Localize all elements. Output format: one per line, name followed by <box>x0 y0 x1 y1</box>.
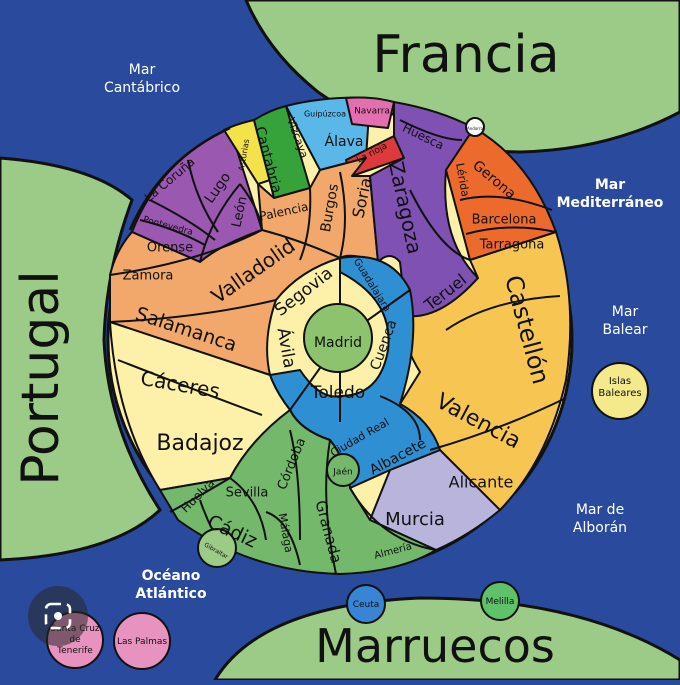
city-ceuta-disc <box>346 584 386 624</box>
region-navarra <box>345 96 395 129</box>
country-label-marruecos: Marruecos <box>315 619 555 673</box>
sea-label-line: Mediterráneo <box>557 195 664 211</box>
province-label-barcelona: Barcelona <box>472 213 537 228</box>
island-label-islas-baleares: Baleares <box>598 388 641 399</box>
province-label-alicante: Alicante <box>449 473 514 492</box>
sea-label-line: Alborán <box>573 520 627 536</box>
sea-label-line: Atlántico <box>135 586 207 602</box>
region-cantabria <box>253 105 311 199</box>
province-label-orense: Orense <box>147 241 193 256</box>
island-label-ceuta: Ceuta <box>353 600 380 610</box>
province-label-madrid: Madrid <box>314 335 362 351</box>
image-search-icon[interactable] <box>28 586 88 646</box>
island-label-melilla: Melilla <box>486 597 515 607</box>
province-andorra-disc <box>465 117 485 137</box>
province-label-lerida: Lérida <box>453 162 472 198</box>
island-baleares-disc <box>591 362 649 420</box>
province-label-zamora: Zamora <box>123 269 174 284</box>
province-label-alava: Álava <box>325 133 364 150</box>
sea-label-line: Mar de <box>576 502 624 518</box>
island-las-palmas-disc <box>113 612 171 670</box>
country-marruecos: Marruecos <box>212 596 680 682</box>
island-label-santa-cruz: Tenerife <box>56 646 93 656</box>
province-label-guipuzcoa: Guipúzcoa <box>304 110 346 119</box>
country-portugal: Portugal <box>0 156 162 562</box>
province-label-andorra: Andorra <box>467 126 483 131</box>
sea-label-line: Mar <box>612 304 639 320</box>
sea-label-line: Mar <box>129 62 156 78</box>
province-label-sevilla: Sevilla <box>226 486 269 501</box>
region-madrid <box>303 303 373 373</box>
country-label-francia: Francia <box>372 25 559 85</box>
country-label-portugal: Portugal <box>11 270 71 485</box>
province-jaen-disc <box>326 453 360 487</box>
sea-label-line: Mar <box>595 177 625 193</box>
province-label-leon: León <box>229 195 250 229</box>
province-label-toledo: Toledo <box>310 383 365 403</box>
city-melilla-disc <box>480 581 520 621</box>
sea-label-line: Balear <box>602 322 647 338</box>
sea-label-alboran: Mar de Alborán <box>573 502 627 536</box>
sea-label-line: Océano <box>142 568 201 584</box>
island-label-las-palmas: Las Palmas <box>117 637 167 647</box>
province-label-navarra: Navarra <box>354 107 390 117</box>
island-label-islas-baleares: Islas <box>609 376 631 387</box>
province-label-jaen: Jaén <box>332 467 352 478</box>
province-gibraltar-disc <box>197 528 237 568</box>
province-label-murcia: Murcia <box>385 509 445 530</box>
province-label-badajoz: Badajoz <box>156 431 243 456</box>
province-label-tarragona: Tarragona <box>479 238 545 253</box>
region-pais-vasco <box>285 96 371 171</box>
sea-label-line: Cantábrico <box>104 80 180 96</box>
